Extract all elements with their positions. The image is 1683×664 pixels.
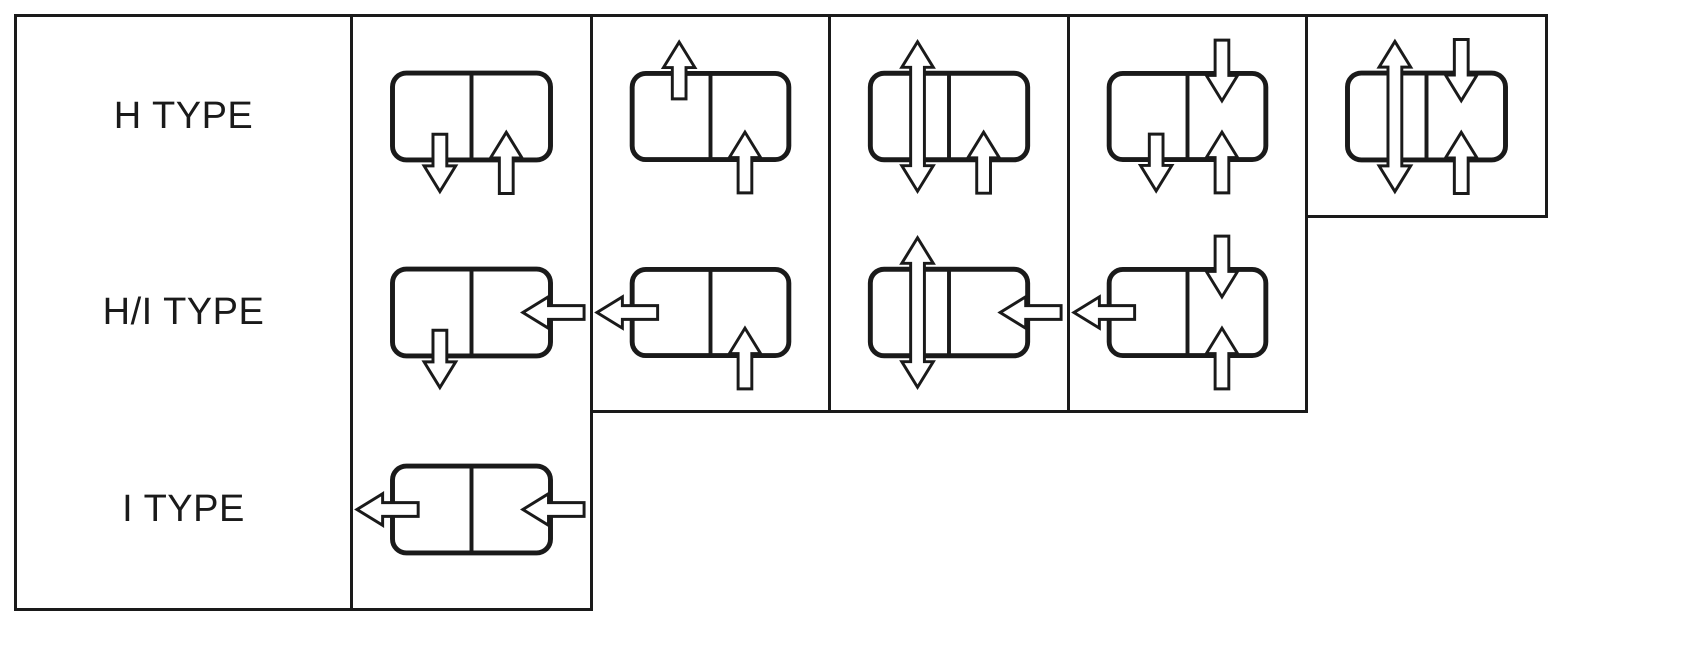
h-type-variant-4-diagram (1070, 19, 1305, 214)
h-i-type-variant-2-cell (593, 215, 831, 413)
arrow-left-icon (594, 294, 660, 331)
h-type-variant-2-cell (593, 14, 831, 218)
arrow-up-icon (965, 128, 1002, 195)
row-label-h-type: H TYPE (113, 94, 254, 137)
arrow-up-icon (726, 128, 764, 194)
h-i-type-variant-3-cell (831, 215, 1070, 413)
arrow-left-icon (520, 490, 586, 528)
arrow-down-icon (421, 132, 459, 194)
arrow-left-icon (997, 294, 1063, 331)
arrow-up-icon (1203, 325, 1241, 391)
arrow-down-icon (1137, 132, 1175, 194)
i-type-variant-1-cell (353, 410, 593, 611)
row-label-i-type-cell: I TYPE (14, 410, 353, 611)
h-type-variant-1-diagram (353, 19, 590, 214)
row-label-i-type: I TYPE (122, 487, 245, 530)
arrow-updown-icon (899, 234, 936, 391)
arrow-up-icon (1203, 128, 1241, 194)
h-type-variant-3-cell (831, 14, 1070, 218)
row-label-h-i-type-cell: H/I TYPE (14, 215, 353, 413)
h-type-variant-5-diagram (1308, 19, 1545, 214)
h-type-variant-3-diagram (831, 19, 1067, 214)
arrow-up-icon (1442, 128, 1480, 195)
arrow-updown-icon (1376, 38, 1414, 194)
table-row: H/I TYPE (14, 215, 1308, 413)
table-row: H TYPE (14, 14, 1548, 218)
arrow-down-icon (1203, 38, 1241, 104)
h-type-variant-1-cell (353, 14, 593, 218)
row-label-h-type-cell: H TYPE (14, 14, 353, 218)
h-i-type-variant-4-cell (1070, 215, 1308, 413)
arrow-left-icon (520, 294, 586, 331)
arrow-left-icon (1071, 294, 1137, 331)
arrow-left-icon (354, 490, 420, 528)
h-i-type-variant-4-diagram (1070, 215, 1305, 410)
arrow-down-icon (421, 328, 459, 391)
arrow-down-icon (1442, 37, 1480, 104)
h-type-variant-4-cell (1070, 14, 1308, 218)
h-i-type-variant-3-diagram (831, 215, 1067, 410)
h-type-variant-2-diagram (593, 19, 828, 214)
arrow-updown-icon (899, 38, 936, 194)
row-label-h-i-type: H/I TYPE (102, 291, 265, 333)
i-type-variant-1-diagram (353, 412, 590, 607)
arrow-up-icon (660, 38, 698, 100)
arrow-down-icon (1203, 234, 1241, 300)
h-i-type-variant-2-diagram (593, 215, 828, 410)
h-i-type-variant-1-diagram (353, 215, 590, 410)
table-row: I TYPE (14, 410, 593, 611)
arrow-up-icon (726, 325, 764, 391)
h-type-variant-5-cell (1308, 14, 1548, 218)
h-i-type-variant-1-cell (353, 215, 593, 413)
arrow-up-icon (487, 128, 525, 195)
